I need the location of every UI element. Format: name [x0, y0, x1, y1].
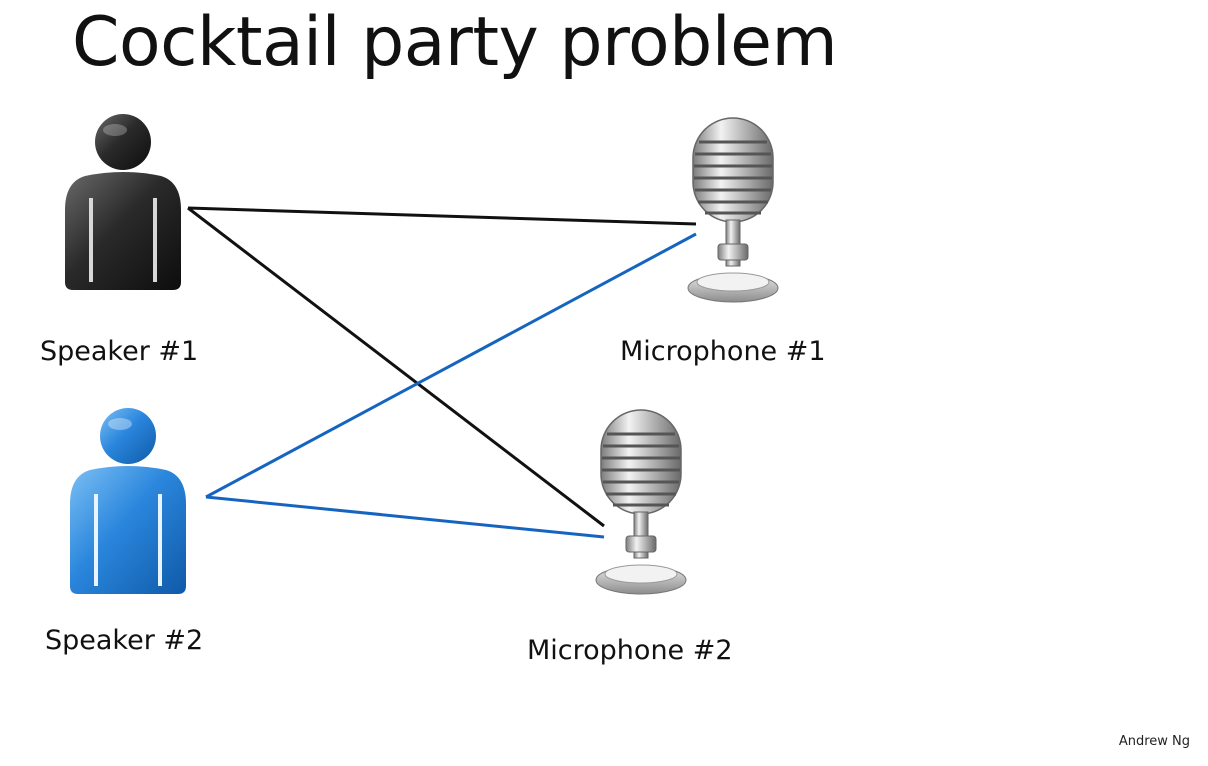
speaker-1-person-icon — [65, 114, 181, 290]
slide-title: Cocktail party problem — [72, 3, 838, 82]
microphone-1-label: Microphone #1 — [620, 336, 826, 367]
speaker-1-label: Speaker #1 — [40, 336, 199, 367]
edge-speaker2-mic2 — [205, 495, 605, 539]
microphone-2-label: Microphone #2 — [527, 635, 733, 666]
microphone-2-icon — [595, 409, 687, 595]
speaker-2-person-icon — [70, 408, 186, 594]
author-credit: Andrew Ng — [1118, 734, 1190, 749]
edge-speaker1-mic2 — [187, 206, 605, 528]
edges — [187, 206, 697, 539]
speaker-2-label: Speaker #2 — [45, 625, 204, 656]
edge-speaker1-mic1 — [187, 206, 697, 226]
edge-speaker2-mic1 — [205, 232, 697, 499]
microphone-1-icon — [687, 117, 779, 303]
